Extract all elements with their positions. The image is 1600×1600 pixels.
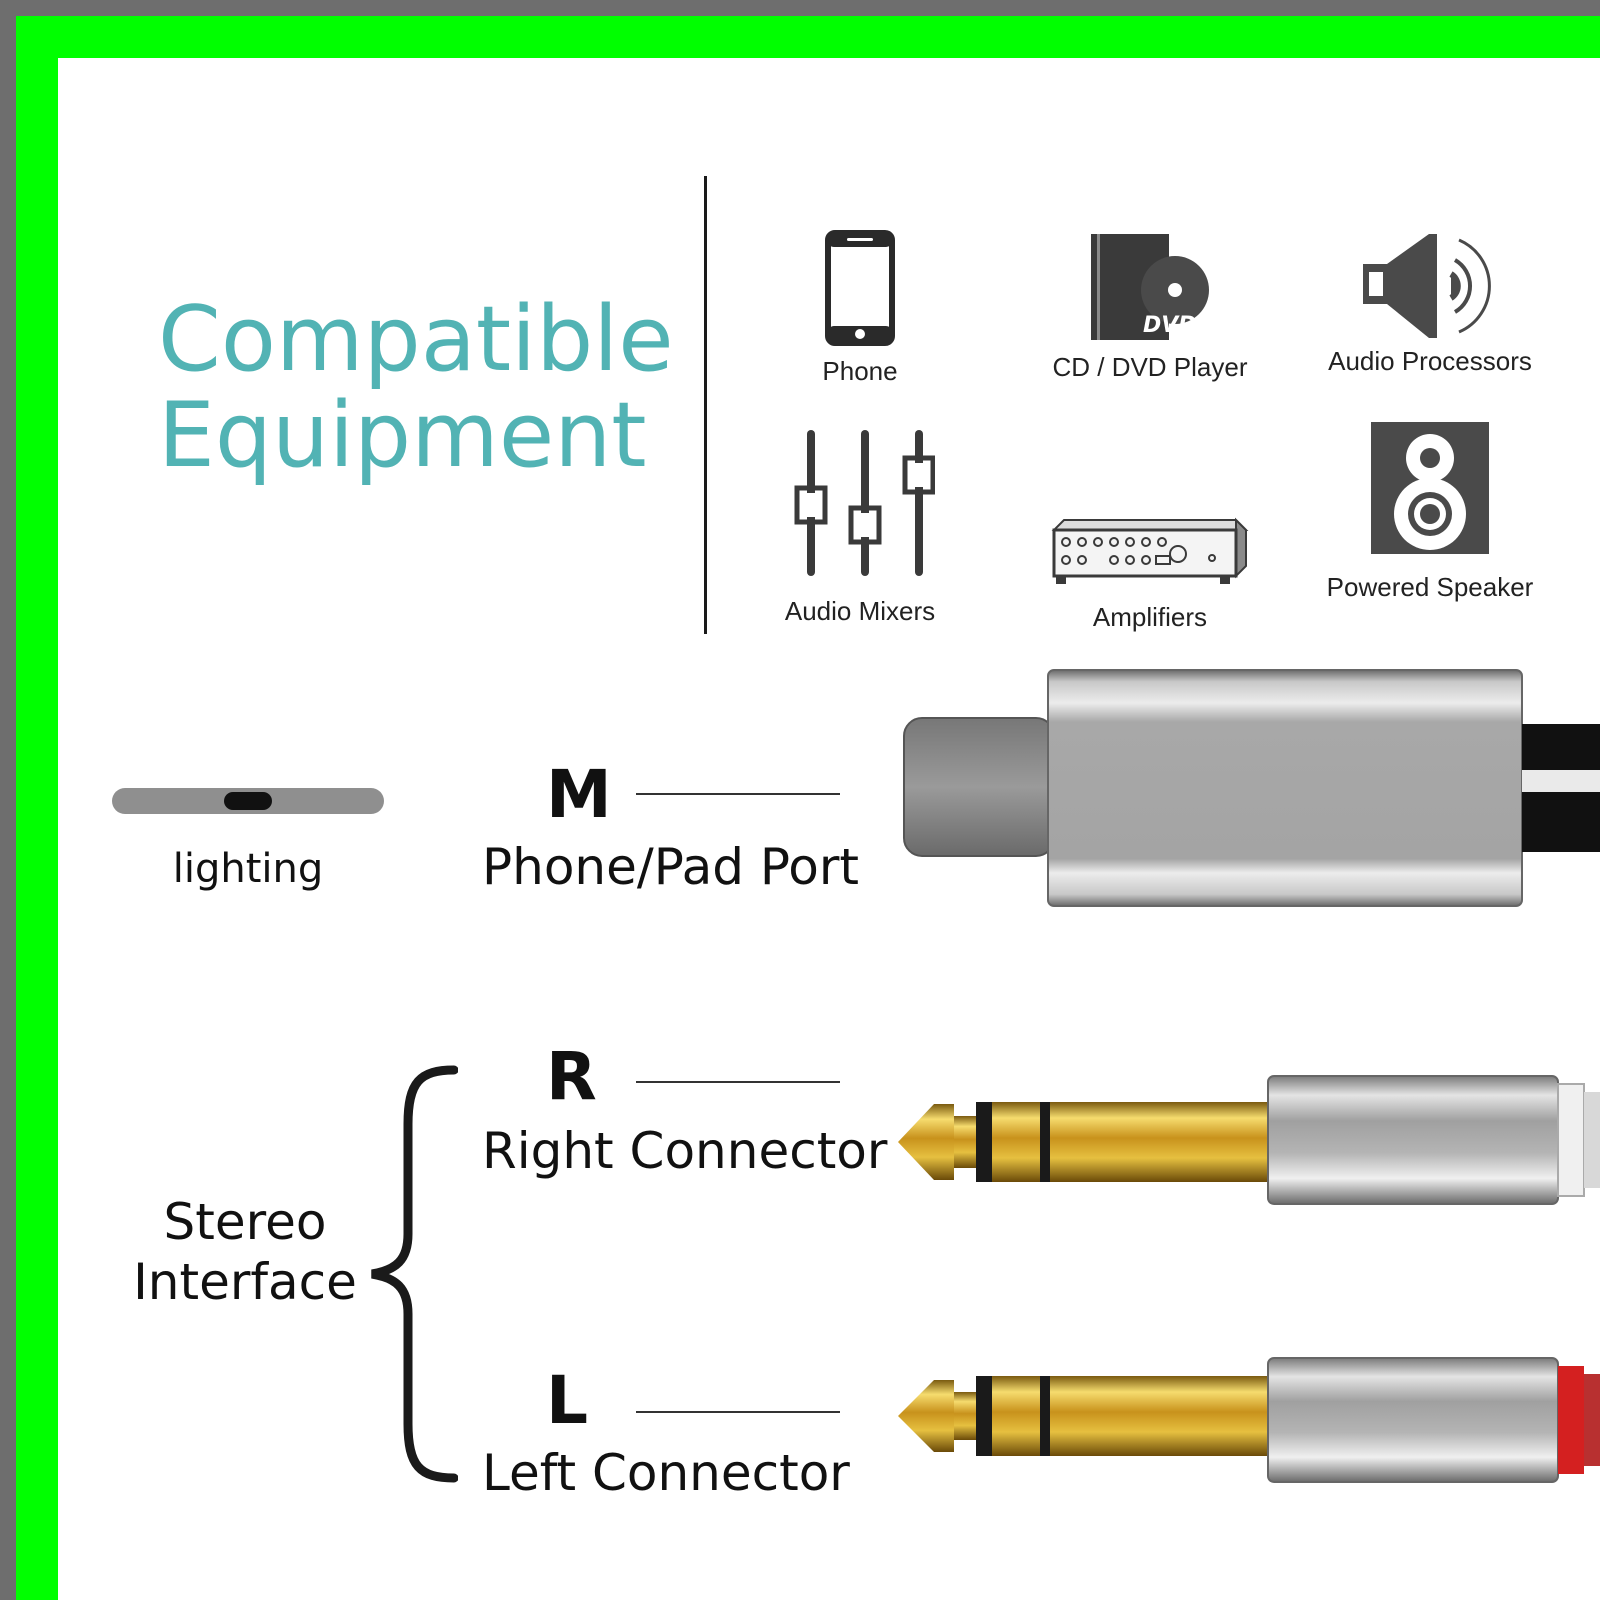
device-label: Audio Processors: [1328, 346, 1532, 376]
connector-m-letter: M: [546, 756, 612, 833]
powered-speaker-icon: [1371, 422, 1489, 554]
device-label: Powered Speaker: [1326, 572, 1534, 602]
curly-brace-icon: [371, 1065, 458, 1483]
connector-r-letter: R: [546, 1038, 597, 1115]
device-label: Amplifiers: [1092, 602, 1208, 632]
frame-green-left: [16, 16, 58, 1600]
frame-gray-top: [0, 0, 1600, 16]
dvd-badge-text: DVD: [1143, 313, 1197, 338]
lighting-label: lighting: [172, 846, 324, 892]
frame-green-top: [16, 16, 1600, 58]
device-powered-speaker: Powered Speaker: [1310, 420, 1550, 603]
lightning-plug-image: [903, 669, 1600, 907]
device-amplifiers: Amplifiers: [1030, 510, 1270, 633]
amplifier-icon: [1051, 517, 1249, 584]
device-dvd-player: DVD CD / DVD Player: [1030, 232, 1270, 383]
right-jack-plug-image: [898, 1075, 1600, 1205]
left-jack-plug-image: [898, 1357, 1600, 1483]
connector-m-label: Phone/Pad Port: [482, 838, 860, 896]
title-line-1: Compatible: [158, 287, 674, 392]
device-audio-processors: Audio Processors: [1310, 230, 1550, 377]
dvd-icon: DVD: [1091, 234, 1209, 340]
device-label: CD / DVD Player: [1052, 352, 1248, 382]
connector-l-letter: L: [546, 1362, 589, 1439]
device-label: Phone: [822, 356, 898, 386]
stereo-line-2: Interface: [133, 1253, 357, 1311]
stereo-interface-label: Stereo Interface: [120, 1192, 370, 1312]
connector-m-line: [636, 793, 840, 795]
lightning-port-icon: [112, 788, 384, 814]
phone-icon: [825, 230, 895, 346]
frame-gray-left: [0, 0, 16, 1600]
connector-r-line: [636, 1081, 840, 1083]
connector-l-line: [636, 1411, 840, 1413]
mixer-sliders-icon: [794, 430, 935, 576]
connector-l-label: Left Connector: [482, 1444, 850, 1502]
device-phone: Phone: [780, 230, 940, 387]
title-line-2: Equipment: [158, 383, 647, 488]
device-label: Audio Mixers: [784, 596, 936, 626]
vertical-divider: [704, 176, 707, 634]
stereo-line-1: Stereo: [163, 1193, 327, 1251]
connector-r-label: Right Connector: [482, 1122, 888, 1180]
page-title: Compatible Equipment: [158, 292, 674, 484]
speaker-sound-icon: [1363, 234, 1491, 338]
device-audio-mixers: Audio Mixers: [760, 428, 960, 627]
